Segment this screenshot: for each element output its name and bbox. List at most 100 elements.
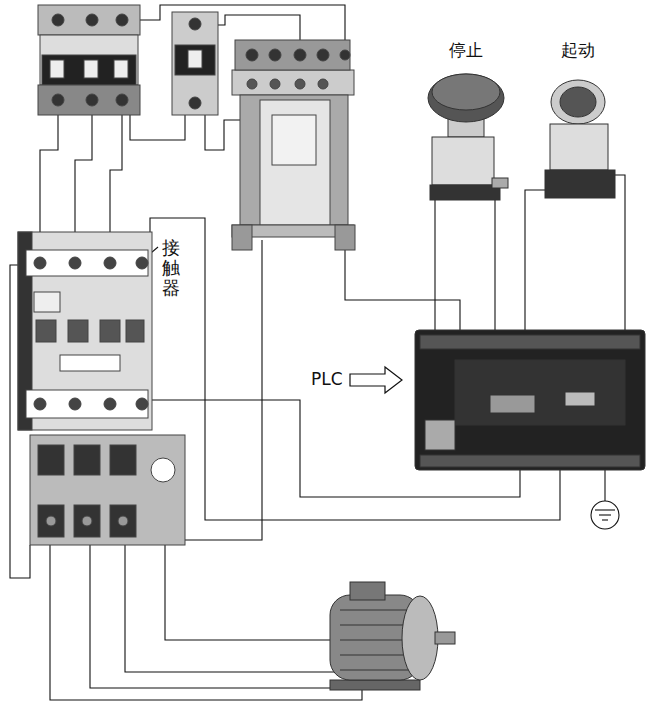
start-button	[545, 170, 615, 198]
motor	[330, 680, 420, 690]
stop-button	[428, 74, 508, 200]
contactor	[104, 398, 116, 410]
control-transformer	[246, 49, 258, 61]
plc-unit	[420, 455, 640, 467]
ground-symbol	[602, 519, 608, 520]
wire	[612, 175, 625, 335]
wire	[525, 190, 548, 335]
motor	[350, 582, 385, 600]
wire	[90, 545, 355, 688]
motor	[435, 632, 455, 644]
contactor	[69, 398, 81, 410]
three-pole-breaker	[42, 55, 136, 85]
stop-button	[432, 74, 500, 110]
contactor	[34, 257, 46, 269]
thermal-overload-relay	[38, 505, 64, 537]
motor	[340, 640, 410, 641]
single-pole-breaker	[175, 45, 215, 75]
contactor	[36, 320, 56, 342]
control-transformer	[294, 49, 306, 61]
contactor	[26, 250, 148, 276]
contactor	[26, 390, 148, 418]
single-pole-breaker	[189, 18, 201, 30]
control-transformer	[335, 225, 355, 250]
single-pole-breaker	[172, 12, 218, 115]
ground-symbol	[591, 501, 619, 529]
contactor	[104, 257, 116, 269]
contactor	[68, 320, 88, 342]
thermal-overload-relay	[30, 435, 185, 545]
single-pole-breaker	[188, 50, 202, 68]
start-button	[550, 124, 608, 170]
single-pole-breaker	[172, 12, 218, 115]
contactor	[18, 232, 152, 430]
component-label: PLC	[311, 369, 343, 389]
contactor	[34, 398, 46, 410]
three-pole-breaker	[116, 14, 128, 26]
wire	[50, 545, 362, 700]
single-pole-breaker	[189, 97, 201, 109]
control-transformer	[247, 79, 257, 89]
thermal-overload-relay	[30, 435, 185, 545]
contactor	[100, 320, 120, 342]
control-transformer	[232, 70, 354, 95]
pointer-arrow	[350, 367, 402, 393]
motor	[330, 582, 455, 690]
wire	[434, 195, 435, 335]
wire	[125, 545, 345, 672]
motor	[340, 625, 410, 626]
control-transformer	[270, 79, 280, 89]
component-label: 接触器	[162, 238, 180, 297]
three-pole-breaker	[116, 94, 128, 106]
control-transformer	[260, 100, 330, 225]
contactor	[136, 257, 148, 269]
plc-unit	[565, 392, 595, 406]
three-pole-breaker	[38, 5, 140, 35]
control-transformer	[232, 225, 252, 250]
contactor	[18, 232, 152, 430]
wire	[345, 235, 460, 335]
control-transformer	[240, 95, 348, 225]
motor	[340, 610, 410, 611]
start-button	[560, 87, 596, 117]
ground-symbol	[591, 501, 619, 529]
wire	[185, 240, 262, 540]
three-pole-breaker	[86, 94, 98, 106]
thermal-overload-relay	[74, 445, 100, 475]
motor	[340, 655, 410, 656]
contactor	[126, 320, 144, 342]
wire	[165, 545, 330, 640]
control-transformer	[318, 79, 328, 89]
contactor	[136, 398, 148, 410]
ground-symbol	[599, 514, 611, 515]
stop-button	[432, 137, 494, 185]
three-pole-breaker	[40, 35, 138, 85]
thermal-overload-relay	[118, 516, 128, 526]
plc-unit	[490, 395, 535, 413]
button-label: 起动	[561, 40, 595, 60]
wire	[604, 468, 605, 501]
wire	[140, 5, 345, 42]
control-transformer	[232, 40, 355, 250]
wire	[130, 112, 185, 140]
start-button	[551, 80, 605, 124]
thermal-overload-relay	[74, 505, 100, 537]
three-pole-breaker	[38, 5, 140, 115]
thermal-overload-relay	[110, 445, 136, 475]
plc-unit	[415, 330, 645, 470]
thermal-overload-relay	[110, 505, 136, 537]
plc-unit	[415, 330, 645, 470]
three-pole-breaker	[84, 60, 98, 78]
control-transformer	[317, 49, 329, 61]
plc-unit	[425, 420, 455, 450]
start-button	[545, 80, 615, 198]
control-transformer	[272, 115, 316, 165]
control-transformer	[340, 50, 350, 60]
plc-unit	[420, 335, 640, 349]
three-pole-breaker	[86, 14, 98, 26]
contactor	[69, 257, 81, 269]
stop-button	[492, 178, 508, 188]
three-pole-breaker	[52, 94, 64, 106]
